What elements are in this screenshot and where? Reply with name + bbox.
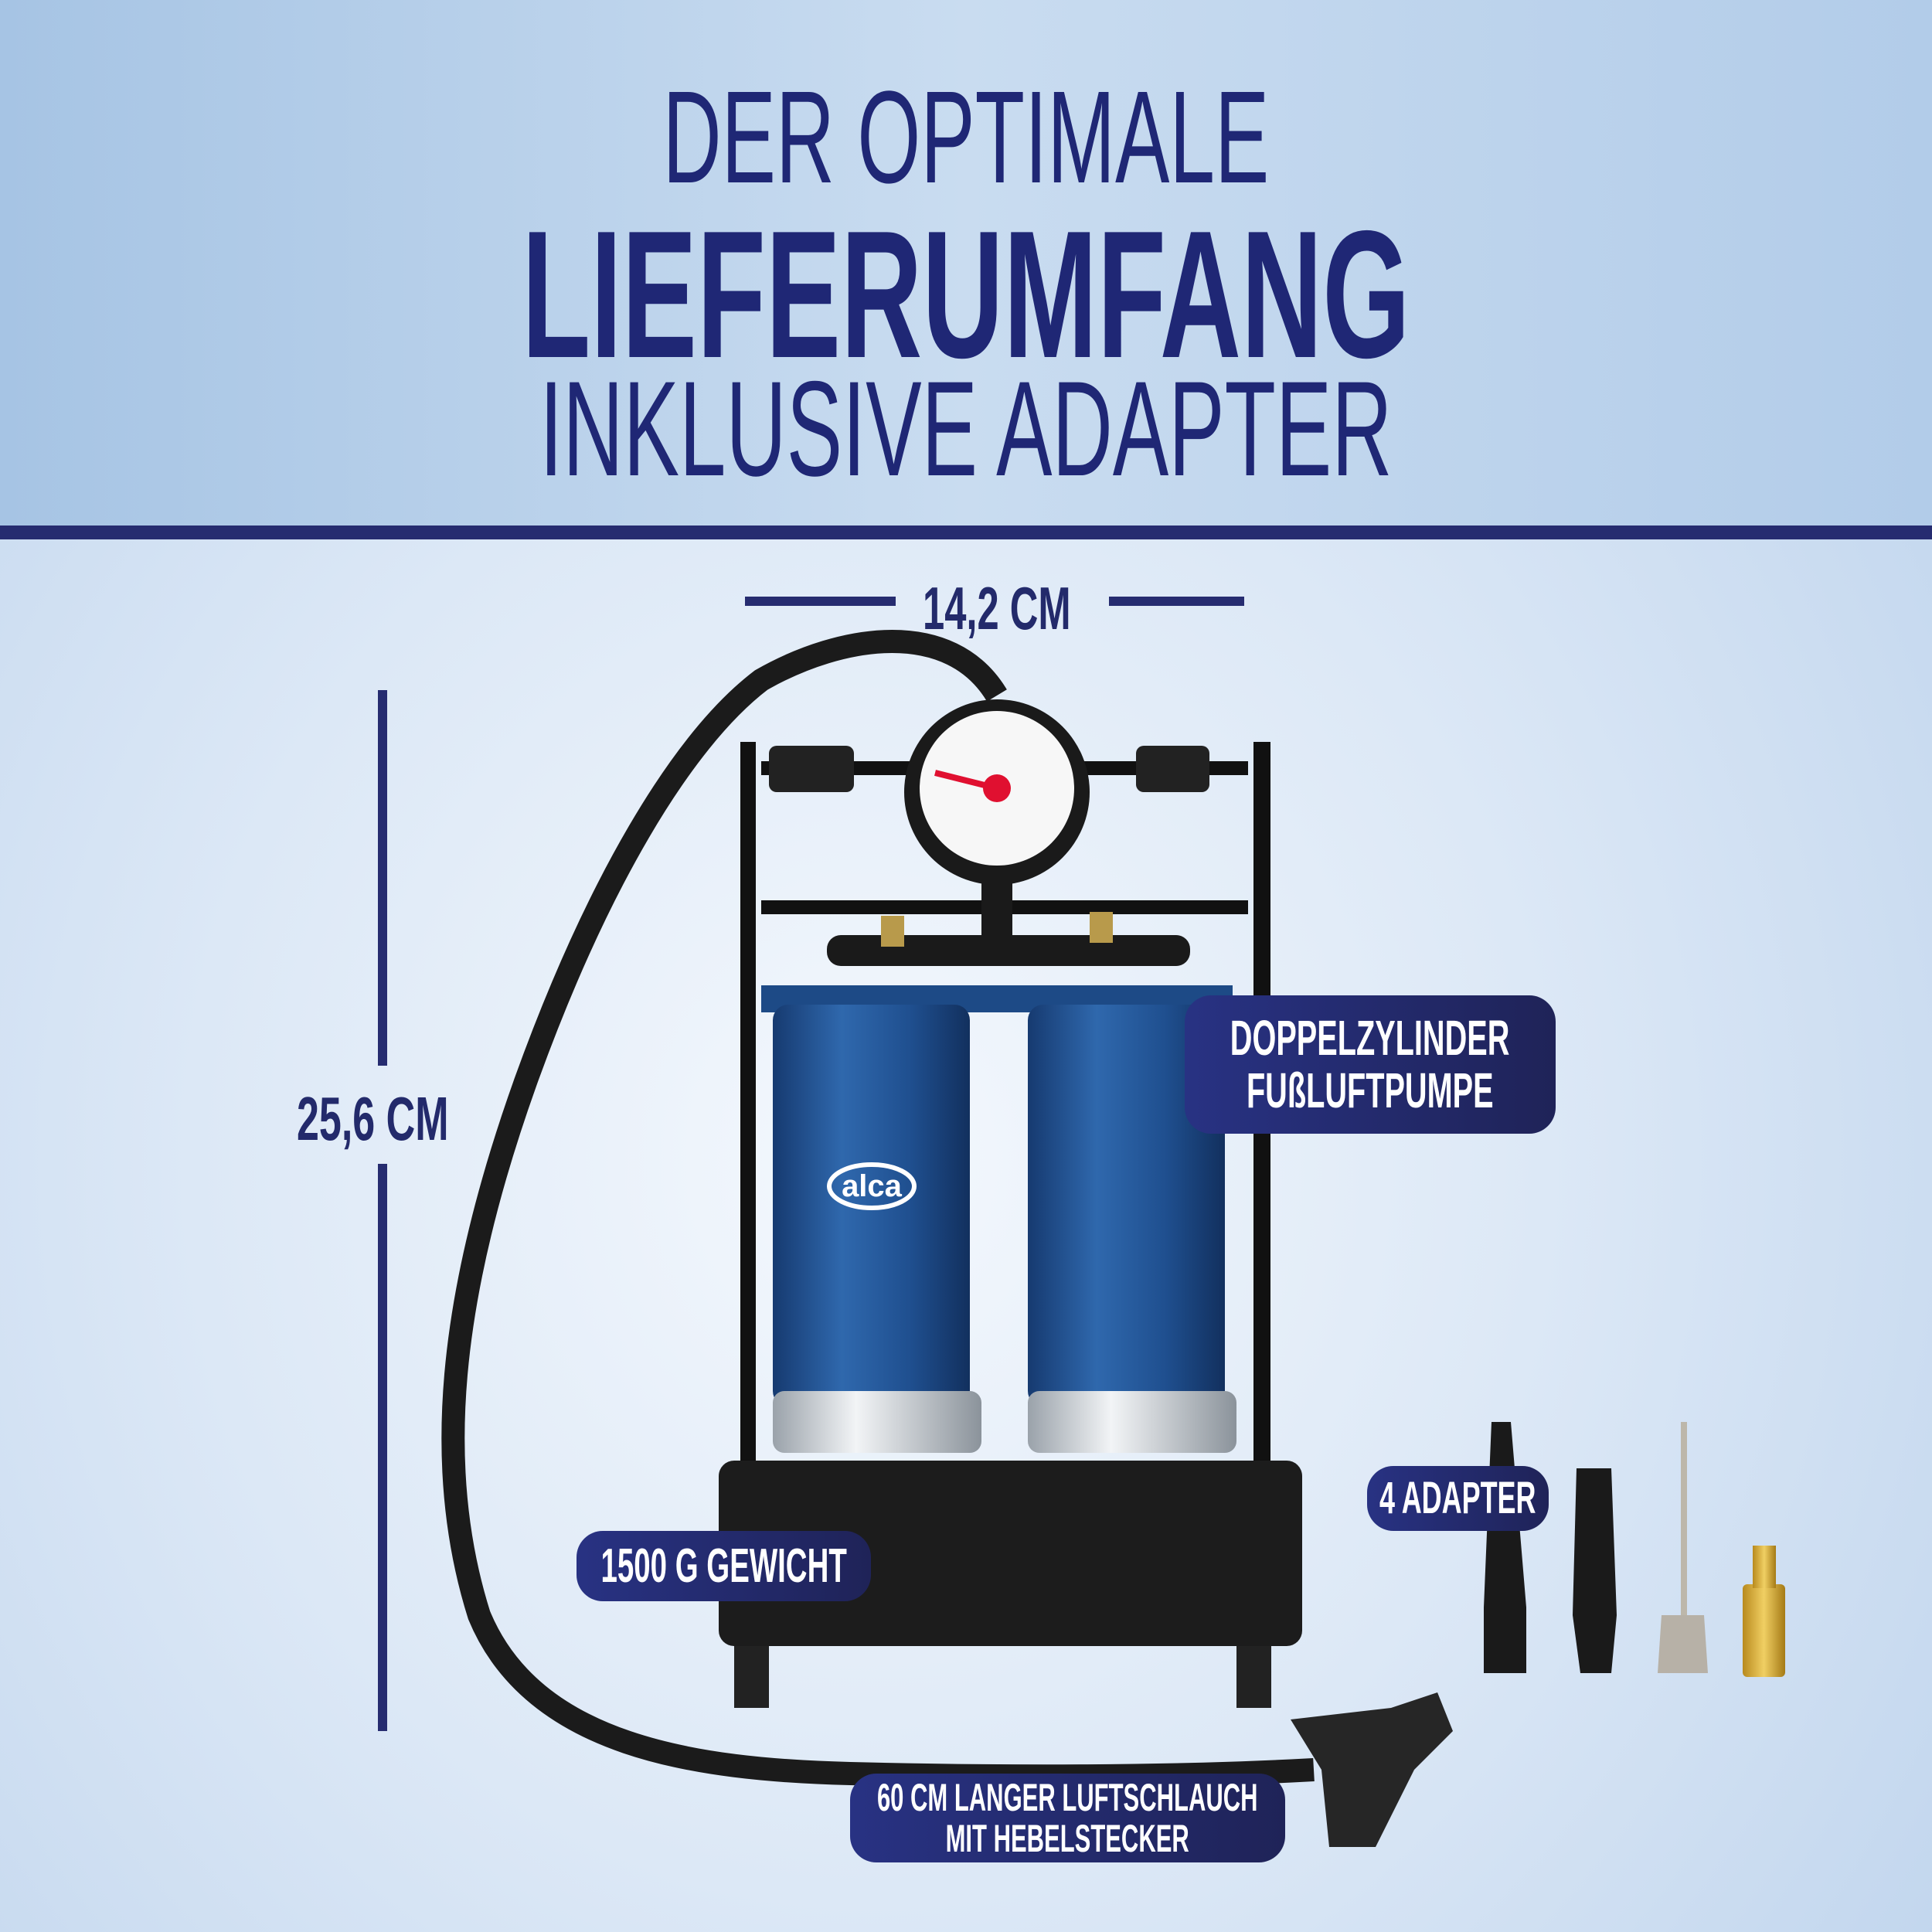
title-line-2: LIEFERUMFANG: [522, 192, 1410, 396]
left-cylinder: alca: [773, 1005, 981, 1453]
width-line-left: [745, 597, 896, 606]
adapters: [1484, 1422, 1785, 1677]
label-adapter-count: 4 ADAPTER: [1367, 1466, 1549, 1531]
height-line-top: [378, 690, 387, 1066]
width-line-right: [1109, 597, 1244, 606]
height-line-bottom: [378, 1164, 387, 1731]
divider-band: [0, 526, 1932, 539]
right-cylinder: [1028, 1005, 1236, 1453]
brand-logo: alca: [842, 1169, 903, 1203]
header-banner: [0, 0, 1932, 526]
width-dimension: 14,2 CM: [923, 574, 1071, 642]
lever-connector: [1291, 1692, 1453, 1847]
height-dimension: 25,6 CM: [297, 1084, 449, 1153]
pedal: [719, 1461, 1302, 1708]
pressure-gauge: [904, 699, 1090, 939]
title-line-1: DER OPTIMALE: [662, 64, 1270, 211]
title-line-3: INKLUSIVE ADAPTER: [539, 354, 1393, 505]
label-weight: 1500 G GEWICHT: [577, 1531, 871, 1601]
